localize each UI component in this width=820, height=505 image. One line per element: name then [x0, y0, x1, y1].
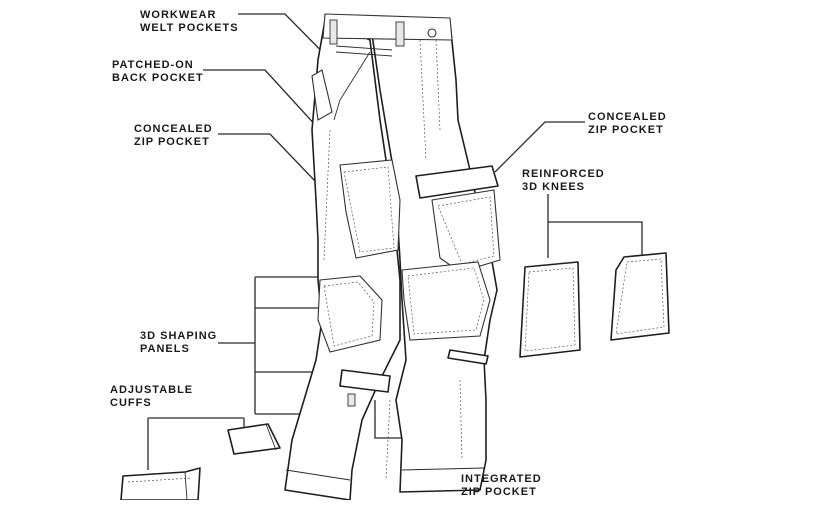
label-concealed-zip-pocket-right: CONCEALED ZIP POCKET [588, 111, 667, 136]
belt-loop [395, 21, 405, 47]
label-patched-on-back-pocket: PATCHED-ON BACK POCKET [112, 59, 204, 84]
label-3d-shaping-panels: 3D SHAPING PANELS [140, 330, 218, 355]
zip-pull-icon [447, 349, 489, 365]
button-icon [427, 28, 437, 38]
label-reinforced-3d-knees: REINFORCED 3D KNEES [522, 168, 605, 193]
knee-patch-right [610, 252, 670, 341]
cargo-pocket-flap [415, 165, 499, 199]
label-integrated-zip-pocket: INTEGRATED ZIP POCKET [461, 473, 542, 498]
cuff-strap [339, 369, 391, 393]
label-adjustable-cuffs: ADJUSTABLE CUFFS [110, 384, 194, 409]
leader-lines [147, 13, 643, 470]
label-workwear-welt-pockets: WORKWEAR WELT POCKETS [140, 9, 239, 34]
knee-patch-left [519, 261, 581, 358]
pants-body [284, 13, 501, 501]
cuff-piece-right [227, 423, 281, 455]
label-concealed-zip-pocket-left: CONCEALED ZIP POCKET [134, 123, 213, 148]
cuff-piece-left [120, 467, 201, 501]
